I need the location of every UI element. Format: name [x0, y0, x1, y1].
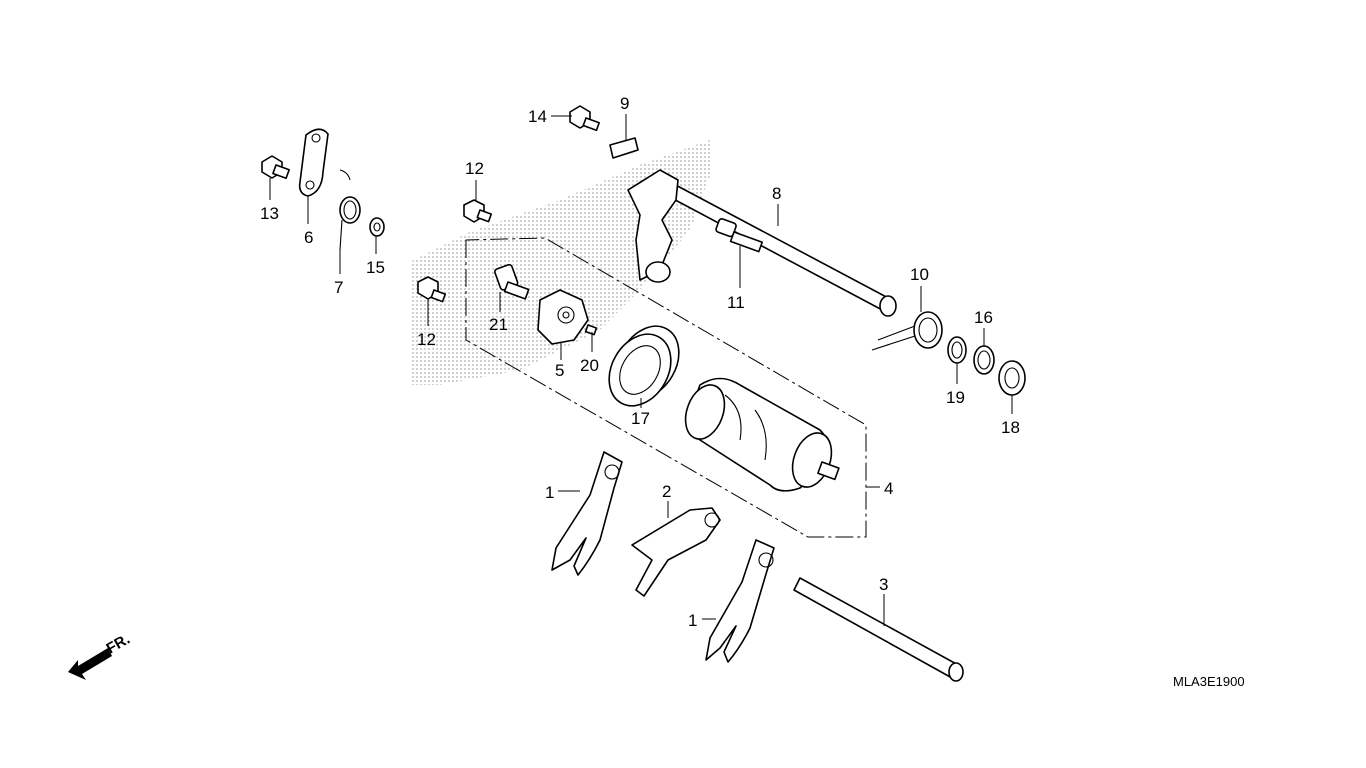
- callout-14: 14: [528, 107, 547, 126]
- callout-2: 2: [662, 482, 671, 501]
- callout-19: 19: [946, 388, 965, 407]
- washer-16[interactable]: [973, 345, 995, 375]
- callout-12-lower: 12: [417, 330, 436, 349]
- stopper-arm-6[interactable]: [298, 128, 329, 197]
- spring-7[interactable]: [339, 169, 361, 251]
- callout-1-lower: 1: [688, 611, 697, 630]
- callout-11: 11: [727, 293, 745, 312]
- bolt-12-upper[interactable]: [463, 199, 493, 223]
- shift-fork-1-upper[interactable]: [551, 451, 623, 576]
- callout-6: 6: [304, 228, 313, 247]
- callout-18: 18: [1001, 418, 1020, 437]
- callout-8: 8: [772, 184, 781, 203]
- callout-16: 16: [974, 308, 993, 327]
- dowel-pin-20[interactable]: [584, 324, 598, 336]
- bolt-11[interactable]: [715, 218, 763, 253]
- bolt-12-lower[interactable]: [417, 276, 447, 303]
- bolt-13[interactable]: [261, 155, 290, 180]
- bolt-14[interactable]: [569, 105, 600, 132]
- callout-10: 10: [910, 265, 929, 284]
- shift-spindle-8[interactable]: [627, 169, 897, 317]
- diagram-code: MLA3E1900: [1173, 674, 1245, 689]
- plate-9[interactable]: [609, 137, 639, 159]
- drum-center-5[interactable]: [537, 289, 589, 345]
- fork-shaft-3[interactable]: [793, 577, 964, 682]
- leader-lines: [269, 114, 1013, 626]
- assembly-outline-4: [465, 237, 867, 538]
- callout-13: 13: [260, 204, 279, 223]
- shift-fork-1-lower[interactable]: [705, 539, 775, 663]
- callout-9: 9: [620, 94, 629, 113]
- callout-7: 7: [334, 278, 343, 297]
- shift-drum-4[interactable]: [679, 377, 840, 493]
- callout-20: 20: [580, 356, 599, 375]
- oil-seal-18[interactable]: [998, 360, 1026, 396]
- front-direction-arrow: FR.: [68, 631, 133, 680]
- callout-21: 21: [489, 315, 508, 334]
- callout-3: 3: [879, 575, 888, 594]
- shift-fork-2[interactable]: [631, 507, 721, 597]
- callout-5: 5: [555, 361, 564, 380]
- return-spring-10[interactable]: [871, 311, 943, 351]
- circlip-19[interactable]: [947, 336, 967, 364]
- bolt-21[interactable]: [494, 263, 530, 300]
- callout-4: 4: [884, 479, 893, 498]
- bearing-17[interactable]: [597, 315, 691, 417]
- callout-1-upper: 1: [545, 483, 554, 502]
- callout-15: 15: [366, 258, 385, 277]
- washer-15[interactable]: [369, 217, 385, 237]
- callout-17: 17: [631, 409, 650, 428]
- callout-12-upper: 12: [465, 159, 484, 178]
